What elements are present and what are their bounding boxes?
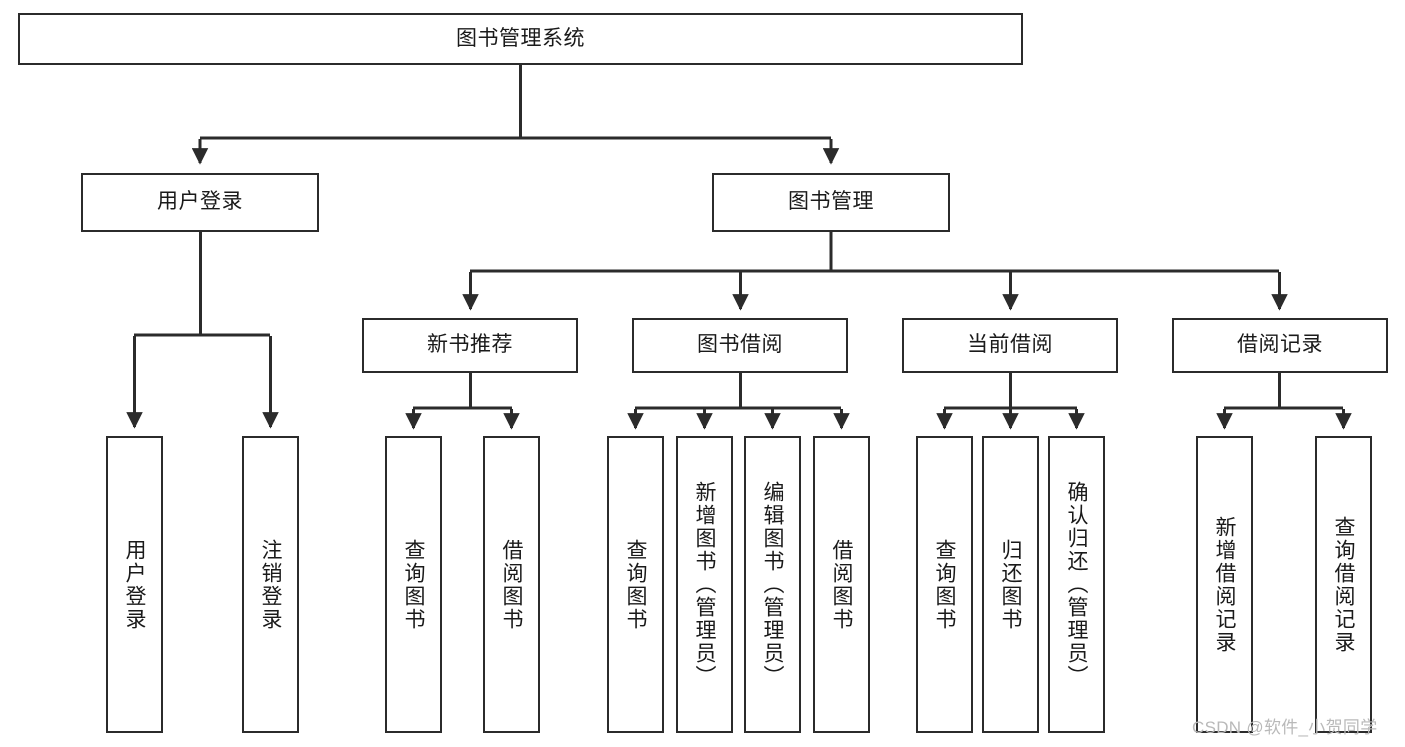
node-book-borrow[interactable]: 图书借阅 (632, 318, 848, 373)
node-new-book-recommend-label: 新书推荐 (427, 333, 513, 357)
node-user-login[interactable]: 用户登录 (81, 173, 319, 232)
node-leaf-confirm-return[interactable]: 确认归还（管理员） (1048, 436, 1105, 733)
node-leaf-query-book-2-label: 查询图书 (624, 538, 647, 631)
node-leaf-return-book-label: 归还图书 (999, 538, 1022, 631)
node-book-manage-label: 图书管理 (788, 190, 874, 214)
node-leaf-query-book-1-label: 查询图书 (402, 538, 425, 631)
node-leaf-add-book-label: 新增图书（管理员） (693, 481, 716, 688)
node-leaf-add-record-label: 新增借阅记录 (1213, 515, 1236, 654)
node-leaf-logout[interactable]: 注销登录 (242, 436, 299, 733)
node-leaf-query-book-3-label: 查询图书 (933, 538, 956, 631)
node-root[interactable]: 图书管理系统 (18, 13, 1023, 65)
node-book-manage[interactable]: 图书管理 (712, 173, 950, 232)
node-leaf-borrow-book-2[interactable]: 借阅图书 (813, 436, 870, 733)
node-current-borrow[interactable]: 当前借阅 (902, 318, 1118, 373)
node-book-borrow-label: 图书借阅 (697, 333, 783, 357)
node-leaf-borrow-book-2-label: 借阅图书 (830, 538, 853, 631)
node-leaf-query-book-2[interactable]: 查询图书 (607, 436, 664, 733)
node-leaf-edit-book-label: 编辑图书（管理员） (761, 481, 784, 688)
node-leaf-user-login-label: 用户登录 (123, 538, 146, 631)
node-leaf-logout-label: 注销登录 (259, 538, 282, 631)
node-new-book-recommend[interactable]: 新书推荐 (362, 318, 578, 373)
node-leaf-edit-book[interactable]: 编辑图书（管理员） (744, 436, 801, 733)
node-borrow-record-label: 借阅记录 (1237, 333, 1323, 357)
node-root-label: 图书管理系统 (456, 26, 585, 50)
node-leaf-add-book[interactable]: 新增图书（管理员） (676, 436, 733, 733)
node-leaf-user-login[interactable]: 用户登录 (106, 436, 163, 733)
csdn-watermark: CSDN @软件_小贺同学 (1192, 718, 1378, 737)
node-leaf-borrow-book-1-label: 借阅图书 (500, 538, 523, 631)
node-leaf-query-record-label: 查询借阅记录 (1332, 515, 1355, 654)
node-leaf-borrow-book-1[interactable]: 借阅图书 (483, 436, 540, 733)
node-current-borrow-label: 当前借阅 (967, 333, 1053, 357)
node-leaf-confirm-return-label: 确认归还（管理员） (1065, 481, 1088, 688)
node-borrow-record[interactable]: 借阅记录 (1172, 318, 1388, 373)
node-leaf-query-book-1[interactable]: 查询图书 (385, 436, 442, 733)
node-leaf-query-book-3[interactable]: 查询图书 (916, 436, 973, 733)
node-leaf-add-record[interactable]: 新增借阅记录 (1196, 436, 1253, 733)
node-user-login-label: 用户登录 (157, 190, 243, 214)
node-leaf-query-record[interactable]: 查询借阅记录 (1315, 436, 1372, 733)
node-leaf-return-book[interactable]: 归还图书 (982, 436, 1039, 733)
